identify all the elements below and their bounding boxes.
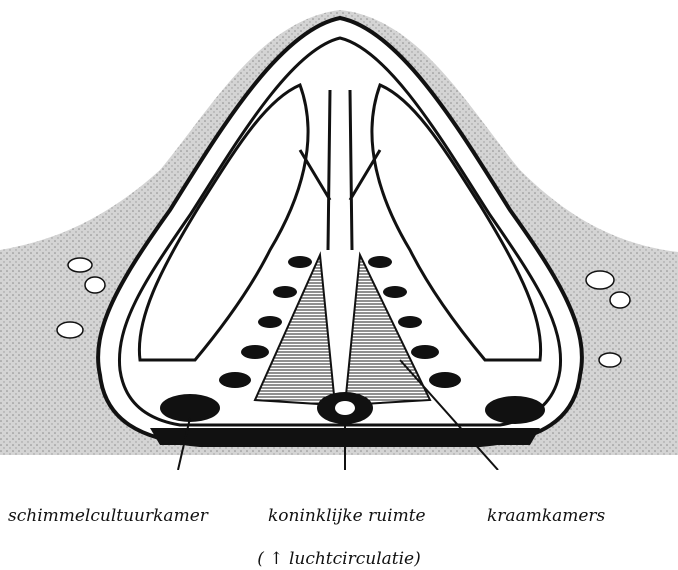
mound-outer-wall <box>98 18 582 445</box>
label-fungus-chamber: schimmelcultuurkamer <box>8 506 208 526</box>
label-brood-chambers: kraamkamers <box>487 506 605 526</box>
termite-mound-diagram <box>0 0 678 470</box>
royal-chamber-center <box>335 401 355 415</box>
caption: ( ↑ luchtcirculatie) <box>0 549 678 569</box>
label-royal-chamber: koninklijke ruimte <box>268 506 426 526</box>
